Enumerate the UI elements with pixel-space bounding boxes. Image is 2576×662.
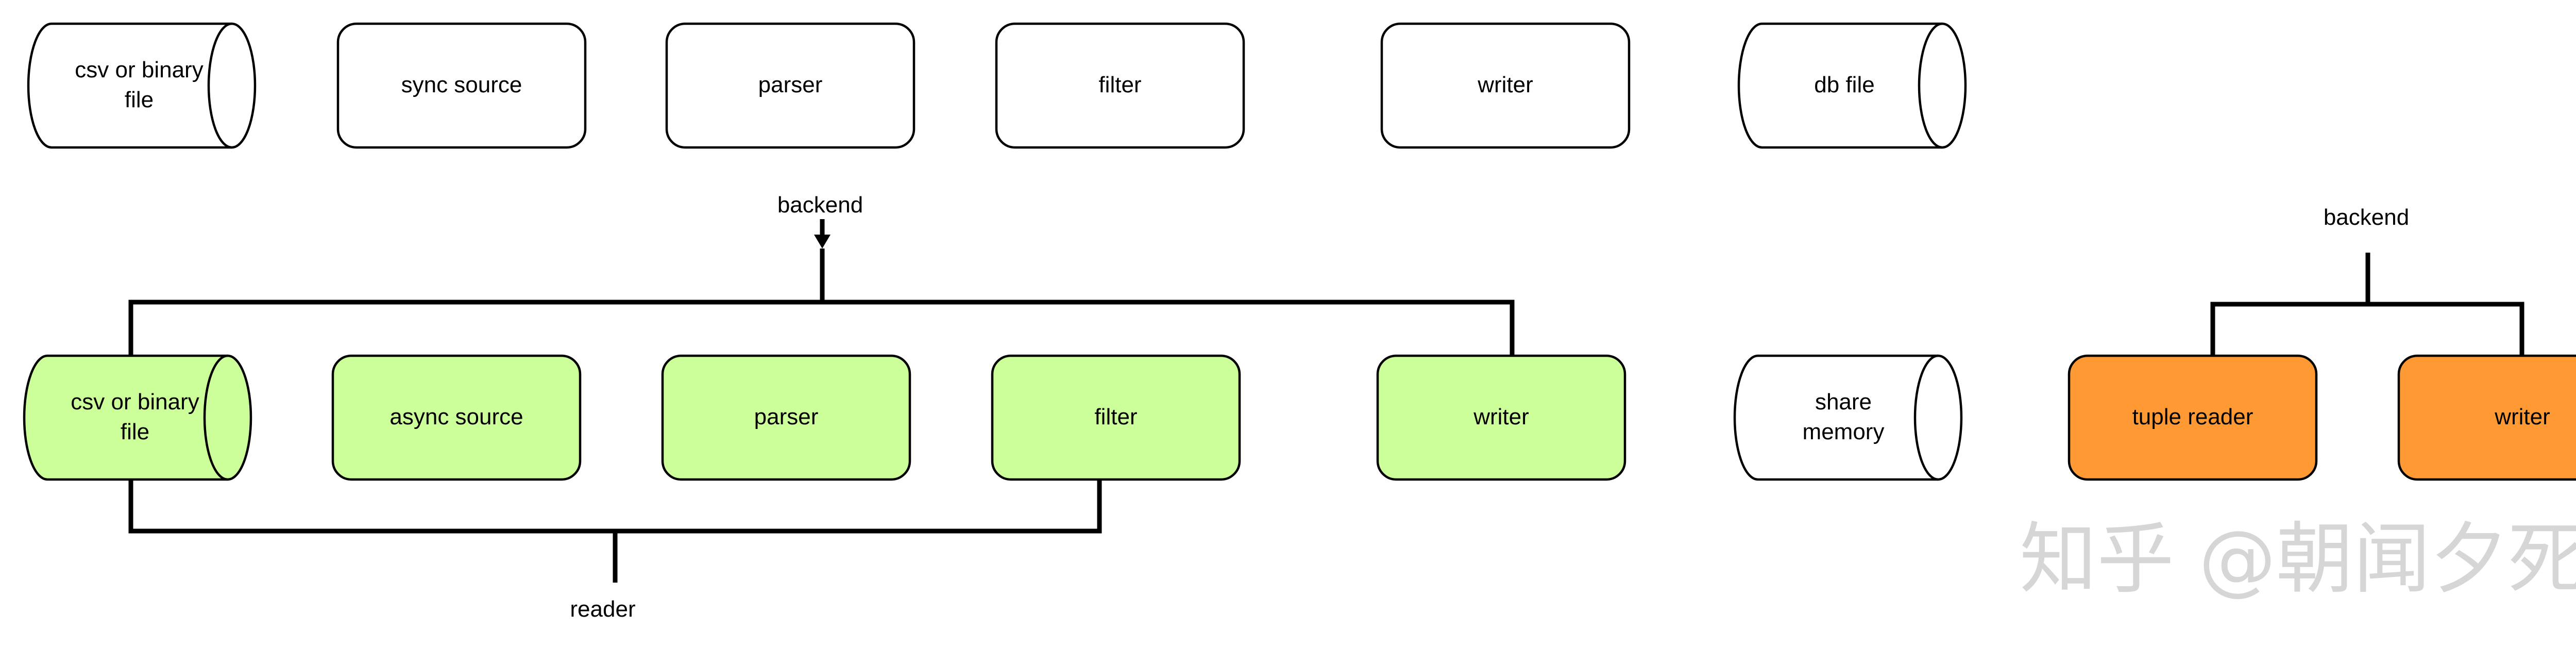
row2-source-file-label-line2: file — [121, 419, 149, 444]
right-backend-connector — [2210, 253, 2524, 356]
watermark-text: 知乎 @朝闻夕死 — [2020, 515, 2576, 604]
share-memory-label-line1: share — [1815, 389, 1872, 415]
row1-writer-box: writer — [1380, 22, 1631, 149]
row1-parser-label: parser — [758, 72, 823, 97]
row2-writer-box: writer — [1376, 354, 1626, 481]
right-writer-label: writer — [2494, 404, 2550, 429]
right-writer-box: writer — [2397, 354, 2576, 481]
row1-sync-source-box: sync source — [336, 22, 587, 149]
row2-parser-label: parser — [754, 404, 819, 429]
row2-writer-label: writer — [1473, 404, 1529, 429]
row1-parser-box: parser — [665, 22, 916, 149]
row1-source-file-label-line2: file — [125, 87, 154, 112]
row1-filter-label: filter — [1098, 72, 1141, 97]
row1-source-file: csv or binary file — [27, 22, 257, 149]
tuple-reader-box: tuple reader — [2067, 354, 2318, 481]
row1-source-file-label-line1: csv or binary — [75, 57, 203, 82]
row2-backend-label: backend — [777, 192, 863, 218]
row2-filter-label: filter — [1094, 404, 1137, 429]
row2-reader-connector — [128, 479, 1102, 583]
row2-backend-connector — [128, 219, 1515, 356]
row1-db-file: db file — [1737, 22, 1967, 149]
row1-db-file-label: db file — [1814, 72, 1874, 97]
row1-writer-label: writer — [1477, 72, 1533, 97]
row1-filter-box: filter — [995, 22, 1245, 149]
right-backend-label: backend — [2324, 205, 2409, 230]
row2-filter-box: filter — [991, 354, 1241, 481]
row2-parser-box: parser — [661, 354, 911, 481]
row2-async-source-label: async source — [389, 404, 523, 429]
share-memory-label-line2: memory — [1803, 419, 1885, 444]
tuple-reader-label: tuple reader — [2132, 404, 2253, 429]
row1-sync-source-label: sync source — [401, 72, 522, 97]
share-memory-store: share memory — [1733, 354, 1963, 481]
row2-source-file: csv or binary file — [23, 354, 252, 481]
row2-source-file-label-line1: csv or binary — [71, 389, 199, 415]
row2-async-source-box: async source — [331, 354, 582, 481]
row2-reader-label: reader — [570, 597, 635, 622]
